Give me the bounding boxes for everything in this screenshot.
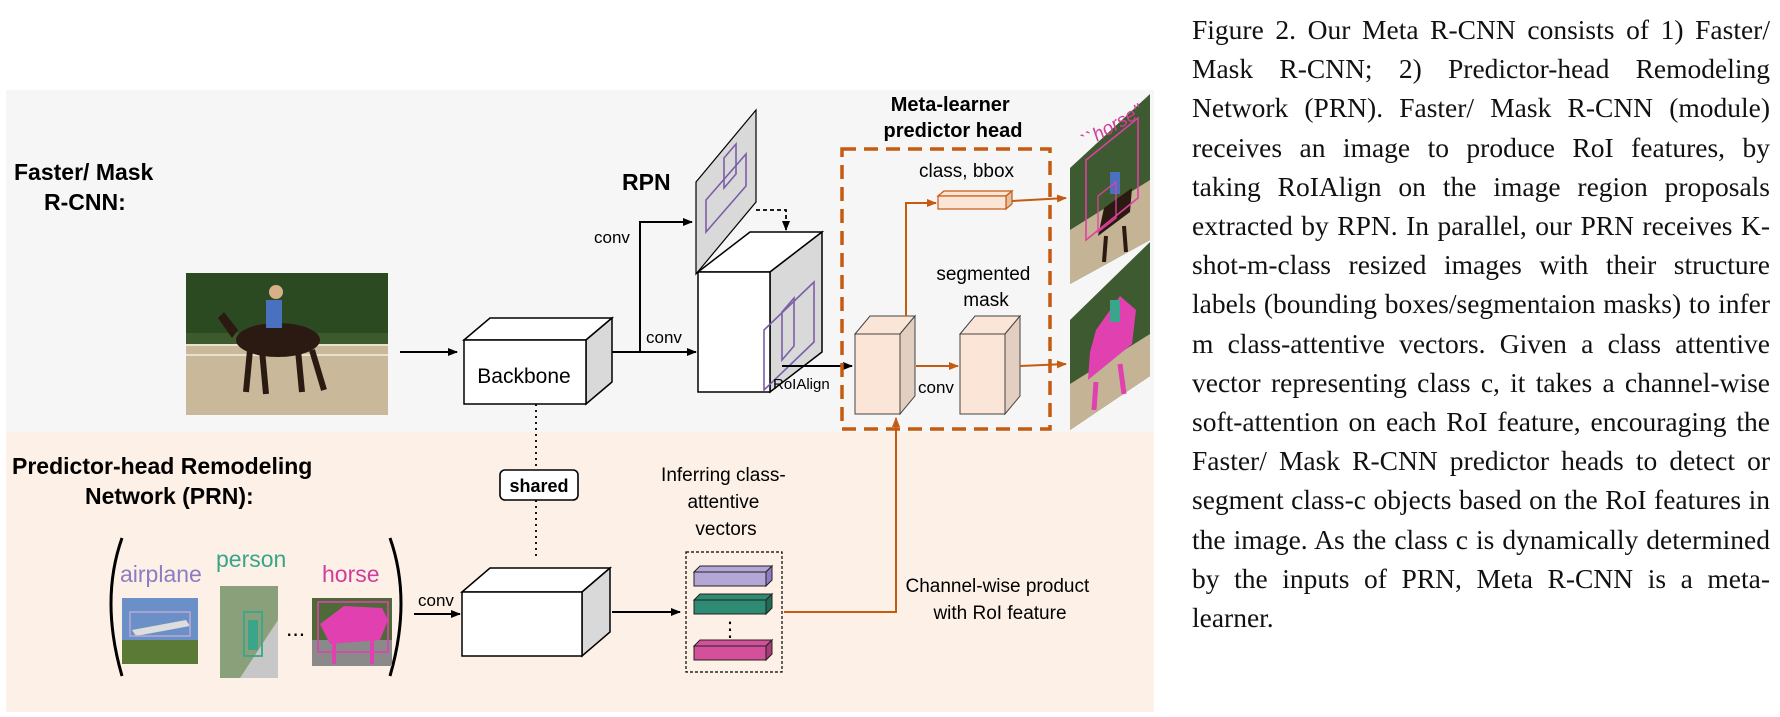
- class-airplane-label: airplane: [120, 561, 202, 587]
- mask-feature-block: [958, 314, 1022, 416]
- shared-badge: [499, 469, 579, 501]
- conv-label-featuremap: conv: [646, 328, 682, 347]
- prn-label: Predictor-head Remodeling Network (PRN):: [12, 453, 319, 509]
- horse-support-image: [312, 598, 392, 666]
- rpn-to-featuremap-dotted: [756, 209, 790, 231]
- vectors-vdots: ⋮: [720, 619, 740, 641]
- feature-map-block: [695, 230, 825, 394]
- inferring-label: Inferring class- attentive vectors: [661, 465, 791, 540]
- roi-to-classbbox-arrow: [905, 199, 937, 316]
- classbbox-to-output-arrow: [1011, 194, 1067, 203]
- faster-mask-rcnn-label: Faster/ Mask R-CNN:: [14, 159, 160, 215]
- class-vector-teal: [692, 592, 774, 616]
- caption-label: Figure 2.: [1192, 14, 1297, 45]
- class-person-label: person: [216, 546, 286, 572]
- class-bbox-vector: [936, 189, 1014, 211]
- person-support-image: [220, 586, 278, 678]
- right-paren: [388, 537, 403, 677]
- vectors-dashed-box: [685, 551, 783, 673]
- architecture-diagram: Faster/ Mask R-CNN: Predictor-head Remod…: [6, 94, 1154, 712]
- figure-caption: Figure 2. Our Meta R-CNN consists of 1) …: [1192, 10, 1770, 637]
- left-paren: [109, 537, 124, 677]
- output-segmentation-image: [1070, 242, 1150, 430]
- class-bbox-label: class, bbox: [919, 161, 1015, 182]
- rpn-label: RPN: [622, 169, 671, 195]
- caption-text: Our Meta R-CNN consists of 1) Faster/ Ma…: [1192, 14, 1770, 634]
- class-vector-pink: [692, 638, 774, 662]
- conv-label-prn: conv: [418, 591, 454, 610]
- mask-to-output-arrow: [1019, 360, 1067, 369]
- vectors-to-roi-arrow: [784, 417, 900, 613]
- shared-label: shared: [509, 476, 568, 496]
- ellipsis-label: ...: [286, 615, 305, 641]
- class-vector-purple: [692, 564, 774, 588]
- segmented-mask-label: segmented mask: [936, 264, 1035, 311]
- rpn-proposal-plane: [695, 108, 757, 276]
- backbone-box: [461, 316, 615, 406]
- backbone-label: Backbone: [477, 365, 570, 388]
- roialign-label: RoIAlign: [773, 376, 830, 393]
- roi-feature-block: [853, 314, 917, 416]
- output-detection-image: [1070, 94, 1150, 284]
- meta-learner-dashed-box: [840, 147, 1052, 431]
- input-horse-photo: [186, 273, 388, 415]
- conv-label-rpn: conv: [594, 228, 630, 247]
- airplane-support-image: [122, 598, 198, 664]
- meta-learner-label: Meta-learner predictor head: [884, 94, 1023, 142]
- channelwise-label: Channel-wise product with RoI feature: [905, 576, 1094, 624]
- prn-backbone-box: [459, 566, 613, 658]
- conv-label-mask: conv: [918, 378, 954, 397]
- class-horse-label: horse: [322, 561, 380, 587]
